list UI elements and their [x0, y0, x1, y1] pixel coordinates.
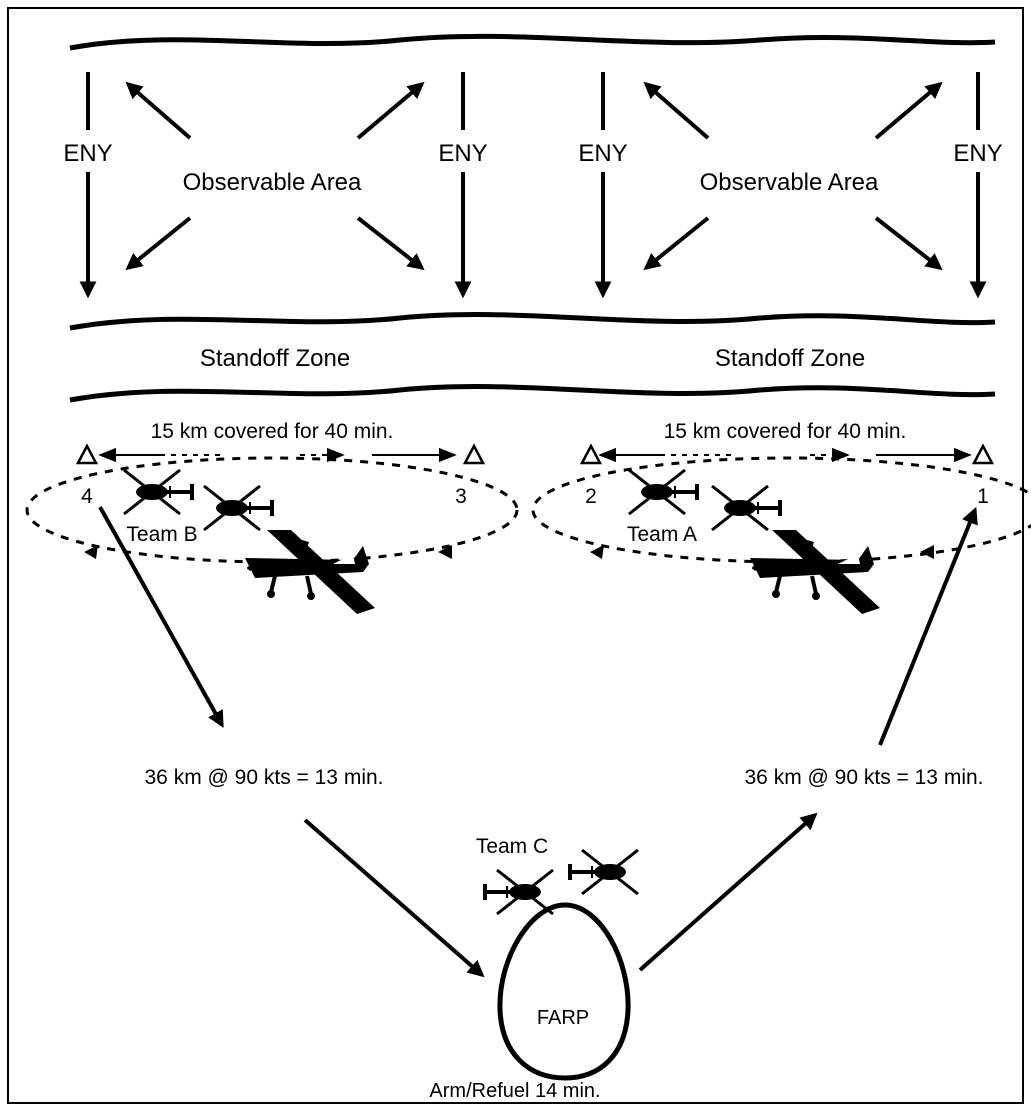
waypoint-label-3: 3	[455, 485, 467, 508]
observable-area-label: Observable Area	[700, 169, 879, 196]
outer-frame	[7, 7, 1024, 1104]
transit-arrow-to-farp	[303, 818, 485, 978]
orbit-arrowhead	[438, 545, 452, 559]
observable-arrow	[356, 81, 425, 140]
observable-arrow	[643, 216, 710, 271]
transit-label: 36 km @ 90 kts = 13 min.	[145, 766, 384, 789]
team-b-label: Team B	[126, 523, 197, 546]
boundary-line-bottom	[69, 384, 996, 403]
enemy-arrows	[79, 72, 987, 299]
helicopter-icon	[710, 484, 784, 532]
observable-arrow	[874, 81, 943, 140]
helicopter-icon	[566, 848, 640, 896]
enemy-label: ENY	[63, 140, 112, 167]
transit-arrow-inbound	[878, 506, 978, 746]
orbit-arrowhead	[920, 545, 934, 559]
waypoint-triangle-1	[971, 443, 995, 465]
orbit-arrowhead	[84, 545, 98, 559]
transit-label: 36 km @ 90 kts = 13 min.	[745, 766, 984, 789]
coverage-label: 15 km covered for 40 min.	[151, 420, 394, 443]
arm-refuel-label: Arm/Refuel 14 min.	[429, 1080, 600, 1102]
farp-label: FARP	[537, 1007, 589, 1029]
transit-arrow-outbound	[98, 506, 224, 728]
helicopter-icon	[122, 468, 196, 516]
waypoint-label-1: 1	[977, 485, 989, 508]
boundary-line-top	[69, 33, 996, 51]
waypoint-triangle-2	[579, 443, 603, 465]
waypoint-triangle-3	[462, 443, 486, 465]
waypoint-label-2: 2	[585, 485, 597, 508]
observable-area-arrows	[125, 81, 943, 271]
uav-icon	[243, 528, 377, 616]
helicopter-icon	[481, 868, 555, 916]
helicopter-icon	[627, 468, 701, 516]
patrol-ellipse-right	[531, 456, 1031, 564]
observable-arrow	[874, 216, 943, 271]
orbit-arrowhead	[590, 545, 604, 559]
boundary-line-middle	[69, 312, 996, 331]
enemy-label: ENY	[578, 140, 627, 167]
observable-arrow	[125, 81, 192, 140]
team-c-label: Team C	[476, 835, 548, 858]
transit-arrow-from-farp	[638, 812, 818, 972]
helicopter-icon	[202, 484, 276, 532]
uav-icon	[748, 528, 882, 616]
observable-arrow	[125, 216, 192, 271]
enemy-label: ENY	[953, 140, 1002, 167]
observable-arrow	[643, 81, 710, 140]
standoff-zone-label: Standoff Zone	[715, 345, 865, 372]
waypoint-triangle-4	[75, 443, 99, 465]
coverage-label: 15 km covered for 40 min.	[664, 420, 907, 443]
waypoint-label-4: 4	[81, 485, 93, 508]
observable-area-label: Observable Area	[183, 169, 362, 196]
farp-boundary	[497, 902, 631, 1081]
observable-arrow	[356, 216, 425, 271]
team-a-label: Team A	[627, 523, 697, 546]
standoff-zone-label: Standoff Zone	[200, 345, 350, 372]
enemy-label: ENY	[438, 140, 487, 167]
